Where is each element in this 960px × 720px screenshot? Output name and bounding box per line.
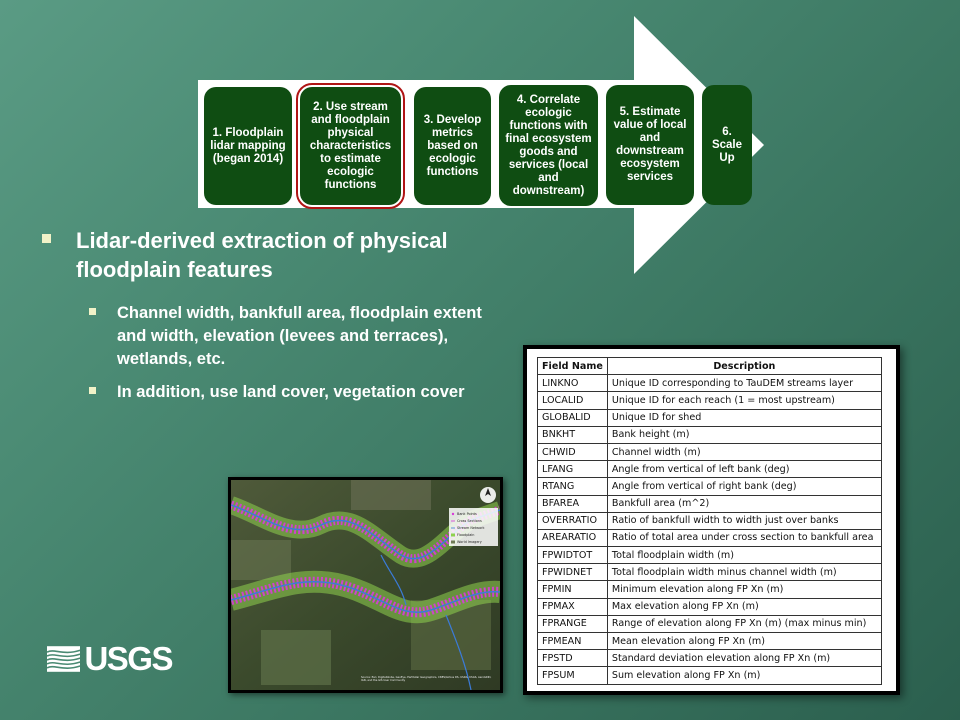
- field-description-cell: Total floodplain width (m): [606, 546, 882, 565]
- field-name-cell: FPSTD: [537, 649, 608, 668]
- field-name-cell: BFAREA: [537, 494, 608, 513]
- field-description-cell: Total floodplain width minus channel wid…: [606, 563, 882, 582]
- field-name-cell: FPWIDNET: [537, 563, 608, 582]
- field-name-cell: LOCALID: [537, 391, 608, 410]
- field-description-cell: Max elevation along FP Xn (m): [606, 597, 882, 616]
- field-description-cell: Unique ID corresponding to TauDEM stream…: [606, 374, 882, 393]
- bullet-sub-2: In addition, use land cover, vegetation …: [40, 381, 500, 404]
- header-field-name: Field Name: [537, 356, 608, 376]
- legend-label: Cross Sections: [457, 519, 482, 523]
- field-name-cell: GLOBALID: [537, 408, 608, 427]
- legend-label: Bank Points: [457, 512, 477, 516]
- field-description-cell: Angle from vertical of left bank (deg): [606, 460, 882, 479]
- process-step-1[interactable]: 1. Floodplain lidar mapping (began 2014): [204, 87, 292, 205]
- field-description-cell: Standard deviation elevation along FP Xn…: [606, 649, 882, 668]
- field-description-cell: Bankfull area (m^2): [606, 494, 882, 513]
- field-name-cell: FPMAX: [537, 597, 608, 616]
- floodplain-map-image: Bank Points Cross Sections Stream Networ…: [228, 477, 503, 693]
- bullet-main-text: Lidar-derived extraction of physical flo…: [76, 228, 448, 282]
- process-diagram: 1. Floodplain lidar mapping (began 2014)…: [198, 16, 764, 274]
- field-name-cell: FPMEAN: [537, 631, 608, 651]
- map-legend: [449, 508, 498, 546]
- process-step-3[interactable]: 3. Develop metrics based on ecologic fun…: [414, 87, 491, 205]
- field-description-cell: Unique ID for shed: [606, 408, 882, 427]
- north-arrow-icon: [480, 487, 496, 503]
- process-step-6[interactable]: 6. Scale Up: [702, 85, 752, 205]
- field-name-cell: FPRANGE: [537, 614, 608, 634]
- field-name-cell: CHWID: [537, 442, 608, 462]
- field-description-cell: Channel width (m): [606, 442, 882, 462]
- usgs-wave-icon: [47, 646, 81, 672]
- field-name-cell: LFANG: [537, 460, 608, 479]
- field-description-cell: Sum elevation along FP Xn (m): [606, 666, 882, 685]
- table-header-row: Field Name Description: [537, 356, 882, 376]
- field-name-cell: OVERRATIO: [537, 511, 608, 530]
- field-name-cell: LINKNO: [537, 374, 608, 393]
- legend-label: World Imagery: [457, 540, 482, 544]
- bullet-sub-1: Channel width, bankfull area, floodplain…: [40, 302, 500, 371]
- process-step-5[interactable]: 5. Estimate value of local and downstrea…: [606, 85, 694, 205]
- map-graphic: Bank Points Cross Sections Stream Networ…: [231, 480, 500, 690]
- field-name-cell: FPWIDTOT: [537, 546, 608, 565]
- legend-label: Stream Network: [457, 526, 485, 530]
- bullet-square-icon: [89, 387, 96, 394]
- bullet-main: Lidar-derived extraction of physical flo…: [40, 226, 500, 284]
- field-description-cell: Ratio of total area under cross section …: [606, 528, 882, 548]
- process-step-4[interactable]: 4. Correlate ecologic functions with fin…: [499, 85, 598, 206]
- usgs-logo: USGS: [47, 640, 173, 677]
- bullet-list: Lidar-derived extraction of physical flo…: [40, 226, 500, 404]
- field-description-cell: Range of elevation along FP Xn (m) (max …: [606, 614, 882, 634]
- field-name-cell: BNKHT: [537, 425, 608, 444]
- process-step-2[interactable]: 2. Use stream and floodplain physical ch…: [296, 83, 405, 209]
- field-description-cell: Angle from vertical of right bank (deg): [606, 477, 882, 496]
- bullet-square-icon: [42, 234, 51, 243]
- field-description-cell: Mean elevation along FP Xn (m): [606, 631, 882, 651]
- field-description-cell: Bank height (m): [606, 425, 882, 444]
- header-description: Description: [606, 356, 882, 376]
- field-name-cell: RTANG: [537, 477, 608, 496]
- field-name-cell: AREARATIO: [537, 528, 608, 548]
- field-description-cell: Ratio of bankfull width to width just ov…: [606, 511, 882, 530]
- bullet-square-icon: [89, 308, 96, 315]
- bullet-sub-2-text: In addition, use land cover, vegetation …: [117, 383, 465, 401]
- bullet-sub-1-text: Channel width, bankfull area, floodplain…: [117, 304, 482, 368]
- field-name-cell: FPSUM: [537, 666, 608, 685]
- field-description-cell: Unique ID for each reach (1 = most upstr…: [606, 391, 882, 410]
- map-credit: Source: Esri, DigitalGlobe, GeoEye, Eart…: [361, 676, 492, 682]
- usgs-logo-text: USGS: [84, 640, 173, 677]
- legend-label: Floodplain: [457, 533, 474, 537]
- field-name-cell: FPMIN: [537, 580, 608, 599]
- field-description-cell: Minimum elevation along FP Xn (m): [606, 580, 882, 599]
